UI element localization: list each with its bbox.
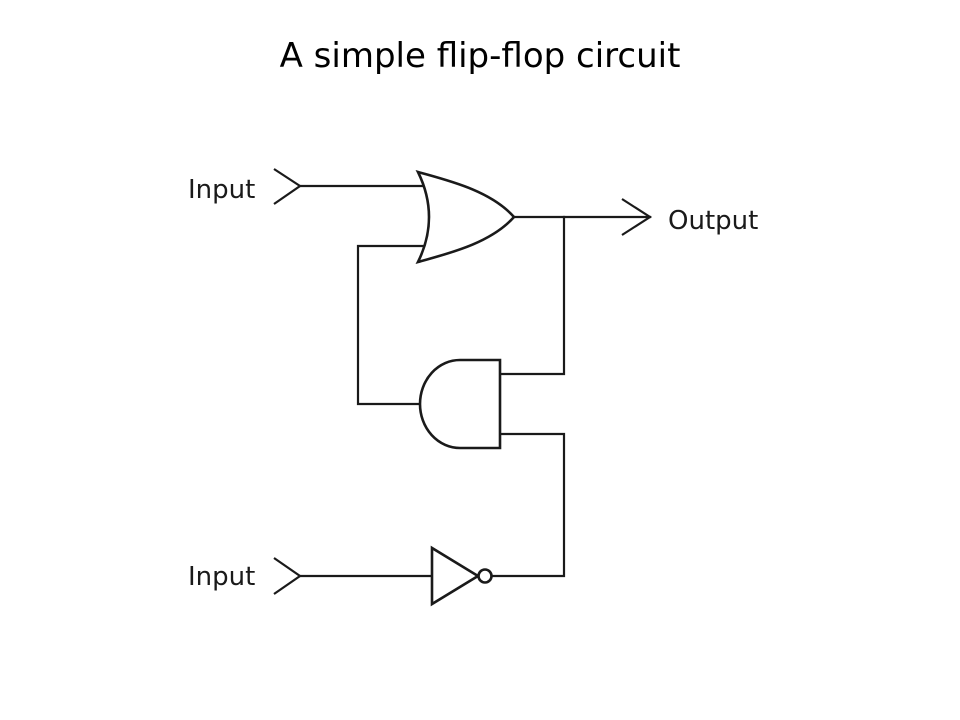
input-bottom-label: Input <box>188 562 255 592</box>
diagram-title: A simple flip-flop circuit <box>279 36 681 76</box>
wire-not-to-and <box>490 432 566 578</box>
wire-and-to-or <box>356 244 426 406</box>
input-top-label: Input <box>188 175 255 205</box>
inverter-bubble <box>477 568 493 584</box>
output-label: Output <box>668 206 758 236</box>
not-gate <box>430 545 481 607</box>
wire-feedback-to-and <box>498 215 566 376</box>
input-bottom-arrow <box>273 557 302 595</box>
or-gate <box>415 169 516 265</box>
input-top-arrow <box>273 168 302 205</box>
and-gate <box>418 358 502 450</box>
